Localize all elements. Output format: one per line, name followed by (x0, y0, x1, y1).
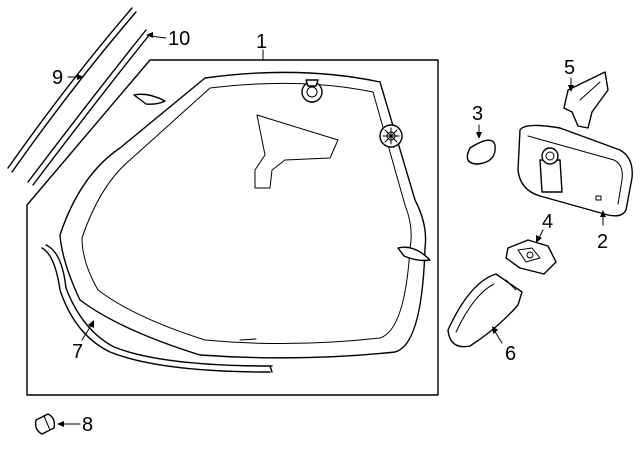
callout-5: 5 (564, 57, 575, 79)
molding-clip-right[interactable] (397, 246, 431, 262)
a-pillar-molding-outer[interactable] (7, 7, 137, 173)
mirror-bracket-cover[interactable] (563, 71, 609, 129)
callout-7: 7 (72, 341, 83, 363)
leader-lines (57, 32, 606, 427)
mirror-base-cover[interactable] (447, 273, 523, 348)
callout-8: 8 (82, 414, 93, 436)
sensor-bracket-star[interactable] (379, 124, 403, 148)
sensor-bracket-ring[interactable] (301, 79, 323, 103)
lower-molding[interactable] (41, 244, 273, 373)
molding-clip-left[interactable] (133, 93, 166, 105)
small-clip[interactable] (34, 413, 56, 435)
a-pillar-molding-inner[interactable] (27, 29, 151, 186)
mirror-pad[interactable] (466, 139, 496, 165)
rear-view-mirror[interactable] (517, 124, 633, 217)
callout-1: 1 (256, 31, 267, 53)
callout-3: 3 (472, 103, 483, 125)
windshield-glass[interactable] (59, 71, 427, 359)
callout-6: 6 (505, 343, 516, 365)
assembly-frame (26, 59, 439, 396)
callout-2: 2 (597, 231, 608, 253)
callout-9: 9 (52, 67, 63, 89)
callout-4: 4 (542, 211, 553, 233)
callout-10: 10 (168, 28, 190, 50)
mirror-mount-clip[interactable] (505, 239, 557, 275)
